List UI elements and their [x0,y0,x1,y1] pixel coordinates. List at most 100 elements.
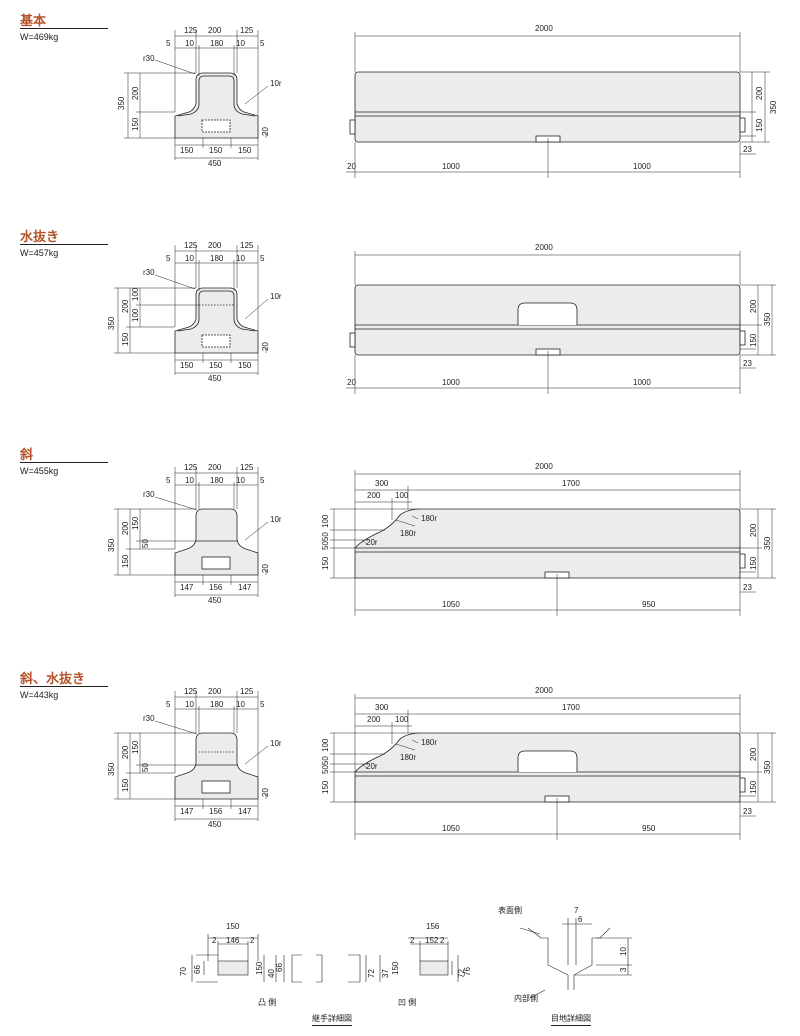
dim-label: 125 [184,26,198,35]
dim-label: 146 [226,936,240,945]
dim-label: 50 [141,763,150,772]
radius-label: r30 [143,268,155,277]
dim-label: 200 [749,299,758,313]
radius-label: 10r [270,79,282,88]
dim-label: 5050 [321,756,330,774]
radius-label: 20r [366,762,378,771]
dim-label: 150 [749,556,758,570]
radius-label: 180r [400,529,416,538]
dim-label: 23 [743,145,752,154]
dim-label: 450 [208,820,222,829]
dim-label: 10 [236,700,245,709]
seam-detail-caption: 目地詳細図 [551,1013,591,1026]
dim-label: 150 [749,333,758,347]
dim-label: 147 [180,583,194,592]
dim-label: 350 [763,760,772,774]
dim-label: 150 [321,556,330,570]
female-side-label: 凹 側 [398,997,416,1007]
dim-label: 5 [166,700,171,709]
dim-label: 200 [121,521,130,535]
dim-label: 2000 [535,243,553,252]
dim-label: 950 [642,600,656,609]
dim-label: 350 [107,762,116,776]
dim-label: 10 [185,700,194,709]
section-weight-slope: W=455kg [20,466,59,476]
dim-label: 100 [131,308,140,322]
dim-label: 150 [238,361,252,370]
dim-label: 150 [755,118,764,132]
dim-label: 150 [391,961,400,975]
dim-label: 20 [347,378,356,387]
dim-label: 180 [210,476,224,485]
cross-section-dims [124,30,269,160]
dim-label: 125 [240,687,254,696]
dim-label: 125 [184,687,198,696]
dim-label: 147 [238,583,252,592]
dim-label: 2 [410,936,415,945]
dim-label: 200 [749,747,758,761]
dim-label: 150 [255,961,264,975]
dim-label: 450 [208,374,222,383]
section-weight-slope-drain: W=443kg [20,690,59,700]
dim-label: 350 [107,316,116,330]
radius-label: 180r [421,738,437,747]
dim-label: 23 [743,359,752,368]
dim-label: 350 [107,538,116,552]
dim-label: 100 [321,738,330,752]
dim-label: 5050 [321,532,330,550]
dim-label: 5 [166,39,171,48]
radius-label: 10r [270,292,282,301]
dim-label: 125 [240,26,254,35]
dim-label: 72 [367,969,376,978]
dim-label: 180 [210,254,224,263]
dim-label: 50 [141,539,150,548]
dim-label: 156 [426,922,440,931]
dim-label: 150 [321,780,330,794]
dim-label: 350 [763,536,772,550]
section-weight-drain: W=457kg [20,248,59,258]
dim-label: 200 [131,86,140,100]
dim-label: 152 [425,936,439,945]
elevation-drain [349,284,746,356]
dim-label: 1700 [562,479,580,488]
dim-label: 200 [208,241,222,250]
dim-label: 125 [240,463,254,472]
dim-label: 1000 [633,162,651,171]
joint-detail-caption: 継手詳細図 [312,1013,352,1026]
dim-label: 20 [261,342,270,351]
dim-label: 100 [395,715,409,724]
dim-label: 1000 [633,378,651,387]
cross-section-basic [174,72,259,139]
dim-label: 150 [131,516,140,530]
dim-label: 1050 [442,600,460,609]
dim-label: 10 [619,947,628,956]
dim-label: 23 [743,583,752,592]
cross-section-slope [174,508,259,576]
dim-label: 450 [208,596,222,605]
joint-detail-male [191,934,323,983]
section-rule [20,28,108,29]
dim-label: 7 [574,906,579,915]
dim-label: 150 [121,554,130,568]
dim-label: 10 [236,39,245,48]
dim-label: 2 [212,936,217,945]
dim-label: 350 [117,96,126,110]
radius-label: 10r [270,515,282,524]
dim-label: 180 [210,700,224,709]
dim-label: 125 [184,241,198,250]
dim-label: 150 [749,780,758,794]
dim-label: 150 [131,740,140,754]
dim-label: 147 [238,807,252,816]
dim-label: 350 [763,312,772,326]
joint-detail-female [348,937,459,983]
dim-label: 200 [367,715,381,724]
radius-label: 10r [270,739,282,748]
elevation-slope [354,508,746,579]
dim-label: 125 [184,463,198,472]
dim-label: 150 [131,117,140,131]
dim-label: 5 [260,39,265,48]
dim-label: 20 [261,788,270,797]
dim-label: 200 [208,687,222,696]
dim-label: 950 [642,824,656,833]
